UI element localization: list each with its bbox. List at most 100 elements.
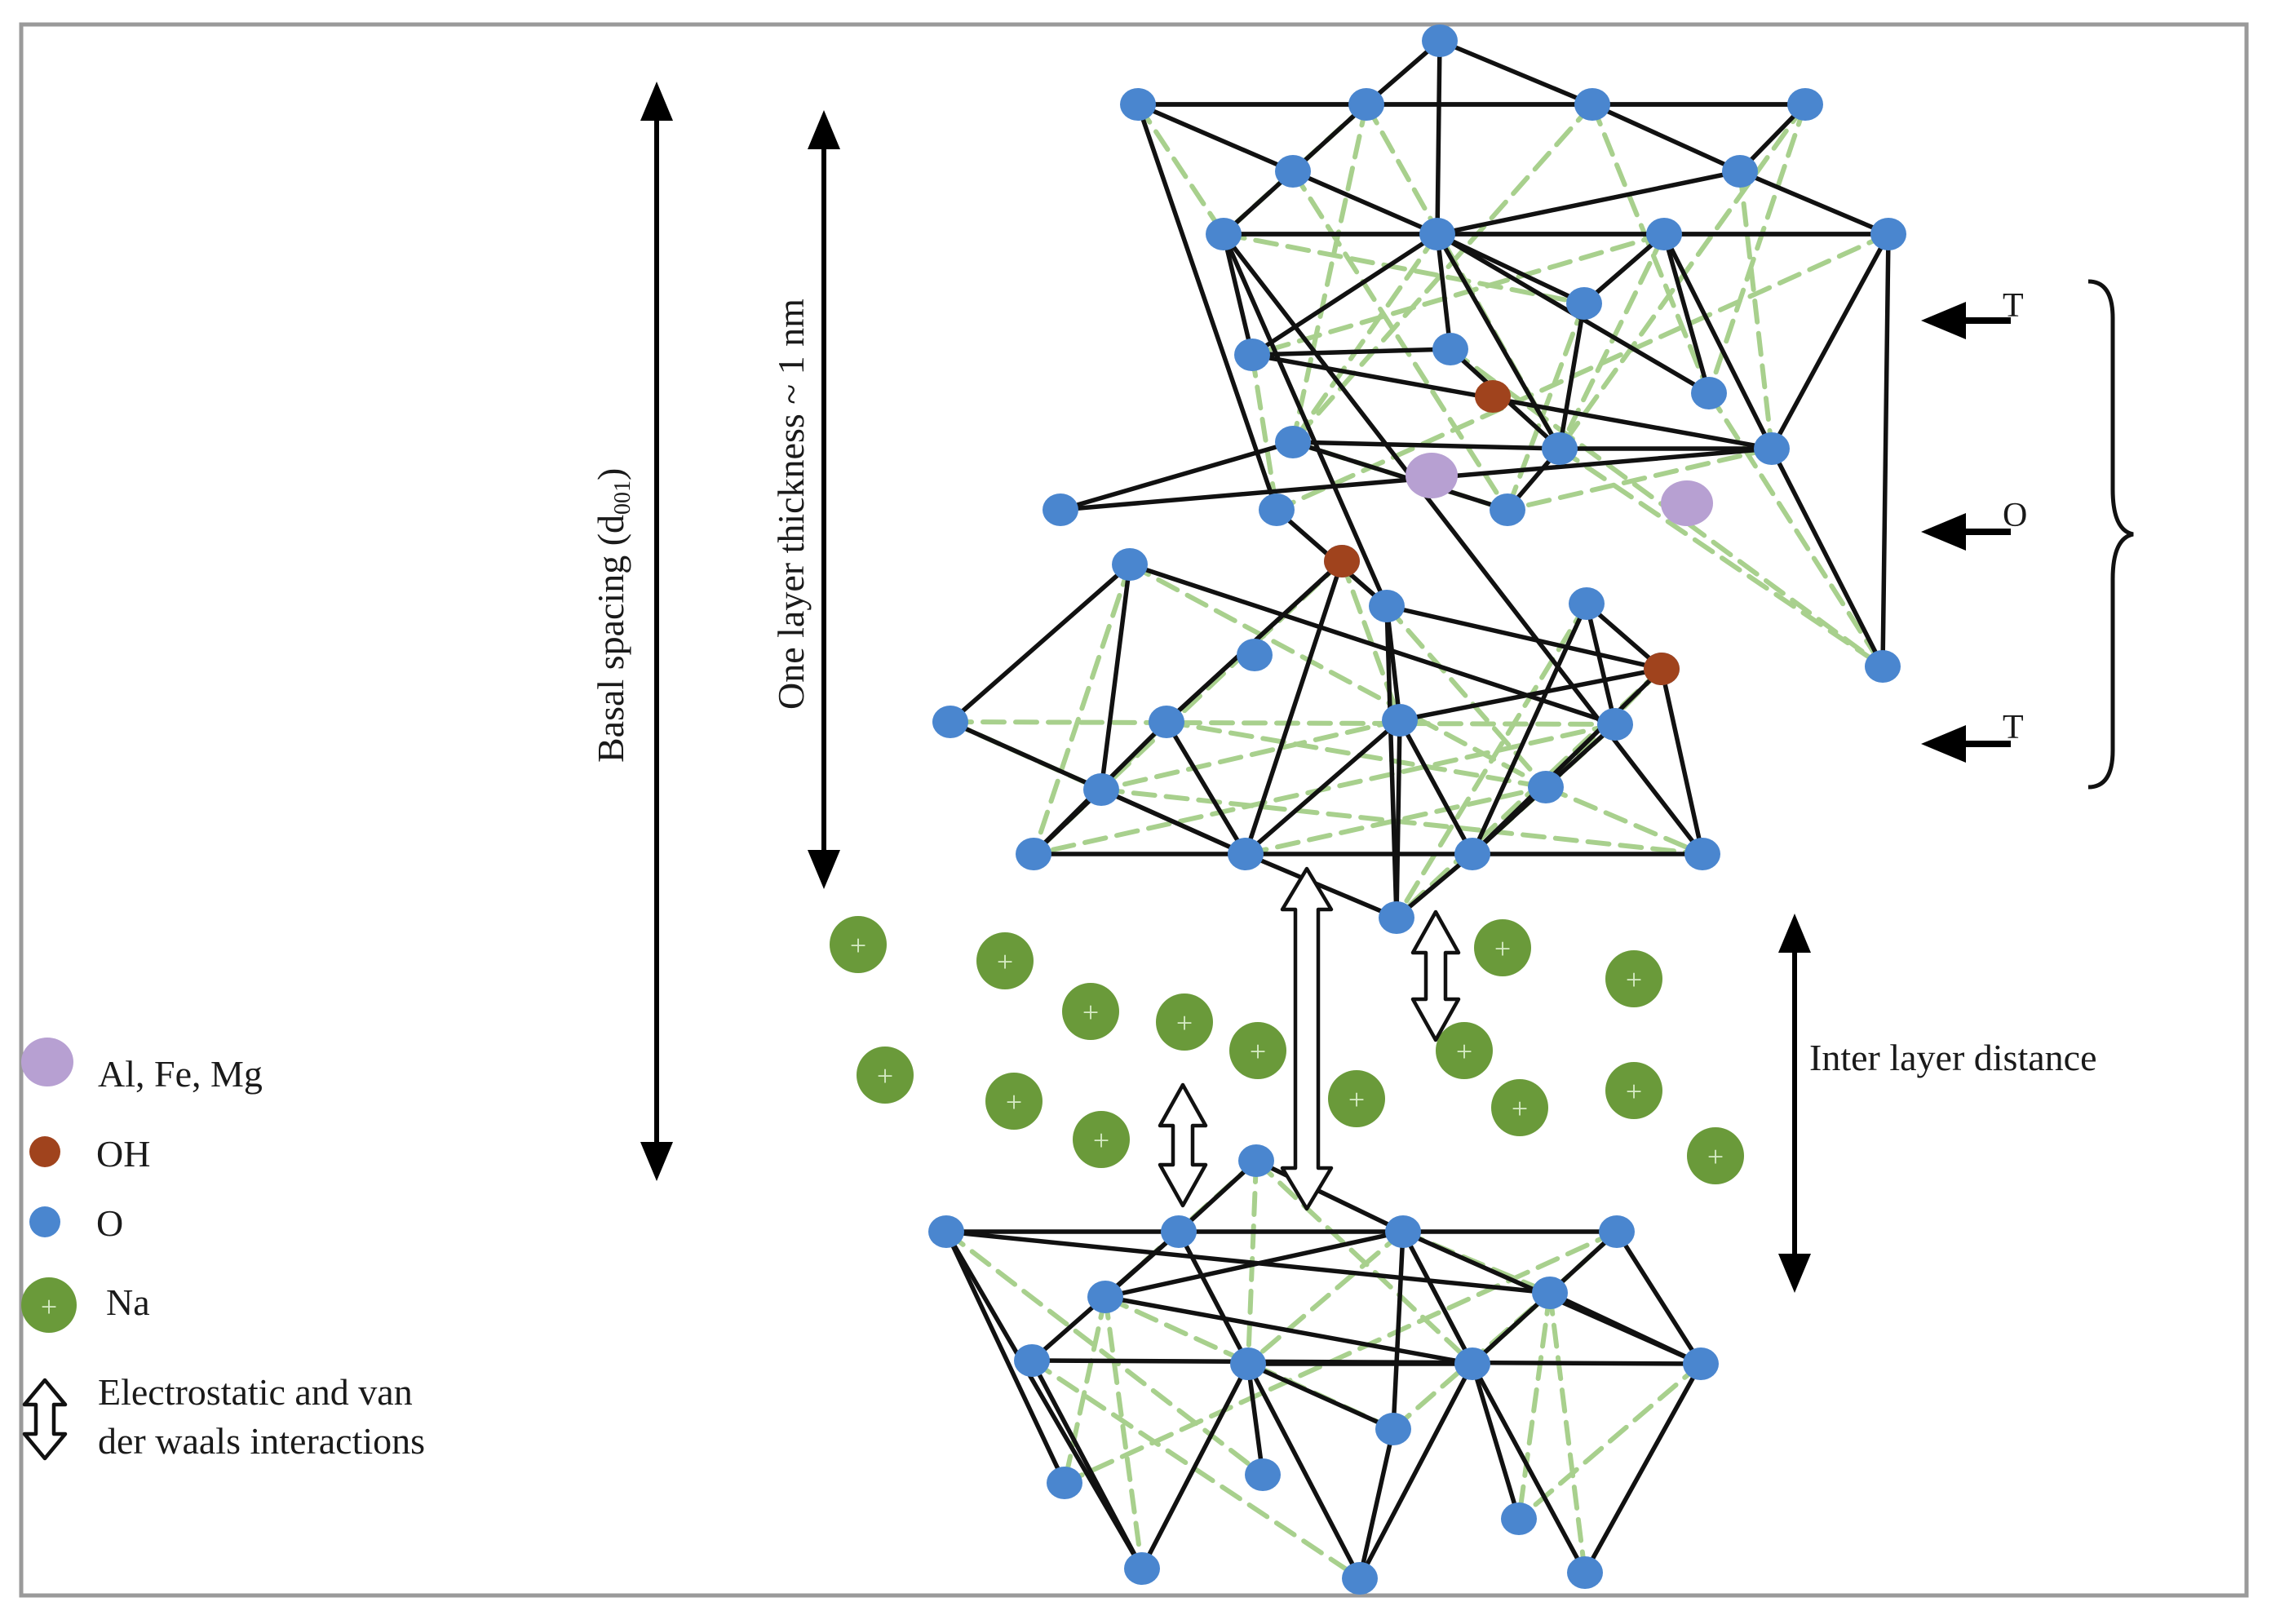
oxygen-atom [1566, 287, 1602, 320]
legend-sodium-plus: + [41, 1290, 57, 1323]
bond [1254, 1158, 1406, 1234]
hidden-bond [1221, 232, 1587, 306]
bond [948, 562, 1132, 724]
bond [1397, 718, 1475, 856]
bond [944, 1229, 1067, 1485]
bond [1250, 232, 1440, 357]
bond [1127, 562, 1618, 727]
bond [1659, 666, 1705, 856]
oxygen-atom [1087, 1281, 1123, 1313]
oxygen-atom [1385, 1215, 1421, 1248]
legend-hydroxyl-label: OH [96, 1133, 150, 1175]
hidden-bond [1099, 718, 1402, 792]
oxygen-atom [1567, 1556, 1603, 1589]
legend-oxygen-label: O [96, 1202, 123, 1244]
hidden-bond [944, 1229, 1265, 1477]
bond [1557, 301, 1587, 451]
oxygen-atom [1275, 155, 1311, 188]
hidden-bond [1103, 1294, 1144, 1571]
tot-layer-brace [2087, 279, 2134, 790]
bond [1246, 1361, 1265, 1477]
octahedral-label: O [2003, 497, 2027, 534]
legend-hydroxyl-symbol [29, 1136, 60, 1167]
legend-interaction-line1: Electrostatic and van [98, 1371, 413, 1413]
bond [1290, 440, 1510, 512]
sodium-cation [1062, 983, 1119, 1040]
oxygen-atom [1161, 1215, 1197, 1248]
bond [1435, 169, 1742, 237]
bond [1221, 232, 1389, 608]
sodium-cation [985, 1073, 1043, 1130]
hydroxyl-group [1644, 653, 1680, 685]
hidden-bond [1031, 562, 1132, 856]
oxygen-atom [1597, 708, 1633, 741]
bond [1058, 440, 1295, 512]
bond [1769, 446, 1885, 669]
hidden-bond [1707, 102, 1808, 396]
legend: Al, Fe, Mg OH O + Na Electrostatic and v… [21, 1038, 425, 1462]
bond [1290, 169, 1440, 237]
hidden-bond [1394, 666, 1664, 920]
sodium-cation [1474, 919, 1531, 976]
hidden-bond [1738, 169, 1774, 451]
oxygen-atom [928, 1215, 964, 1248]
sodium-plus-sign: + [877, 1060, 893, 1092]
oxygen-atom [1419, 218, 1455, 250]
bond [1357, 1361, 1475, 1581]
oxygen-atom [1754, 432, 1790, 465]
hidden-bond [1505, 446, 1774, 512]
bond [1243, 559, 1344, 856]
bond [1164, 719, 1248, 856]
bond [1614, 1229, 1703, 1366]
hidden-bond [1136, 102, 1226, 237]
sodium-cation [1605, 950, 1662, 1007]
hidden-bond [1250, 232, 1667, 357]
oxygen-atom [1348, 88, 1384, 121]
oxygen-atom [1599, 1215, 1635, 1248]
hidden-bond [1394, 601, 1589, 920]
bond [1437, 38, 1595, 107]
bond [1470, 1361, 1521, 1521]
bond [1384, 604, 1399, 920]
oxygen-atom [1083, 773, 1119, 806]
oxygen-atom [1454, 838, 1490, 870]
oxygen-atom [1206, 218, 1242, 250]
sodium-cation [1073, 1111, 1130, 1168]
bond [1391, 1229, 1406, 1432]
bond [1221, 232, 1255, 357]
oxygen-atom [932, 706, 968, 738]
legend-interaction-symbol [22, 1378, 68, 1461]
bond [1435, 232, 1453, 352]
legend-metal-label: Al, Fe, Mg [98, 1053, 263, 1095]
sodium-cation [857, 1047, 914, 1104]
basal-spacing-text: Basal spacing (d [590, 515, 631, 763]
bond [1435, 38, 1442, 237]
oxygen-atom [1016, 838, 1051, 870]
basal-spacing-arrow [640, 82, 673, 1181]
basal-spacing-label: Basal spacing (d001) [590, 468, 635, 763]
oxygen-atom [1382, 704, 1418, 737]
oxygen-atom [1542, 432, 1578, 465]
hidden-bond [1062, 1294, 1108, 1485]
bond [1470, 601, 1589, 856]
oxygen-atom [1014, 1344, 1050, 1377]
oxygen-atom [1787, 88, 1823, 121]
tetrahedral-top-label: T [2003, 287, 2024, 325]
bond [1136, 102, 1295, 174]
sodium-cation [1436, 1022, 1493, 1079]
hidden-bond [948, 719, 1618, 727]
oxygen-atom [1501, 1502, 1537, 1535]
hidden-bond [1250, 352, 1279, 512]
oxygen-atom [1047, 1467, 1082, 1499]
bond [1590, 102, 1742, 174]
hidden-bond [1127, 562, 1548, 790]
basal-spacing-close: ) [590, 468, 631, 480]
sodium-plus-sign: + [1456, 1035, 1472, 1068]
sodium-cation [1328, 1070, 1385, 1127]
oxygen-atom [1149, 706, 1184, 738]
bond [1357, 1427, 1396, 1581]
sodium-cation [830, 916, 887, 973]
hydroxyl-group [1324, 545, 1360, 577]
